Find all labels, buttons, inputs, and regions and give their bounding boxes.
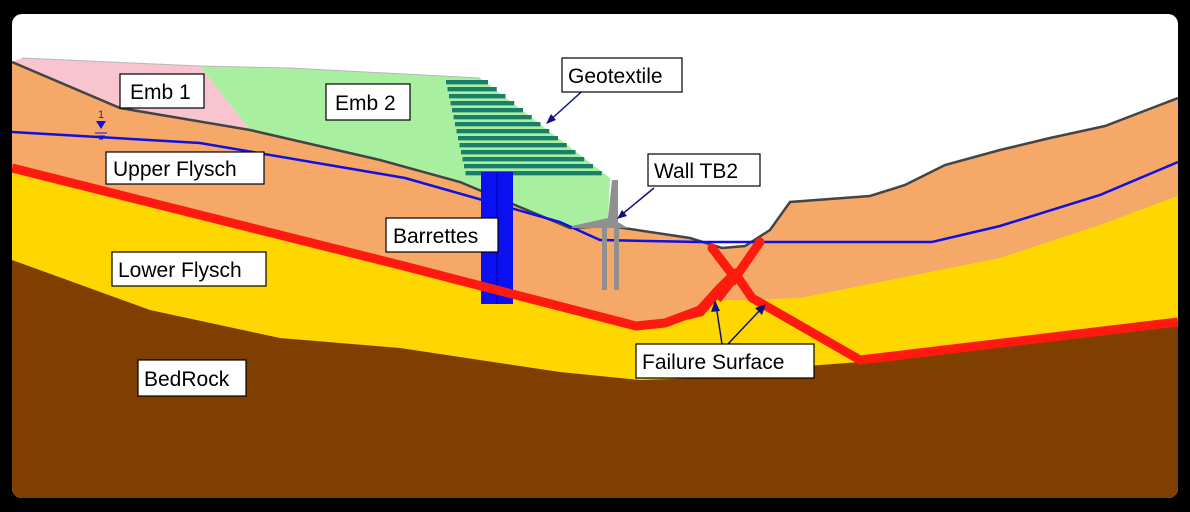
geotextile-strip bbox=[459, 143, 567, 148]
svg-text:Wall TB2: Wall TB2 bbox=[654, 160, 738, 183]
label-upper-flysch: Upper Flysch bbox=[105, 151, 265, 185]
geotextile-strip bbox=[464, 164, 593, 169]
geotextile-strip bbox=[446, 80, 488, 85]
ground-surface-line bbox=[12, 60, 1178, 250]
geotextile-layers bbox=[446, 80, 602, 176]
svg-text:Geotextile: Geotextile bbox=[568, 65, 663, 88]
geotextile-strip bbox=[455, 122, 541, 127]
geotextile-strip bbox=[462, 157, 585, 162]
bedrock-layer bbox=[12, 260, 1178, 498]
label-wall-tb2: Wall TB2 bbox=[647, 153, 761, 187]
water-table-line bbox=[12, 130, 1178, 244]
geotextile-strip bbox=[456, 129, 550, 134]
label-barrettes: Barrettes bbox=[385, 217, 499, 253]
water-table-marker: 1 bbox=[95, 109, 107, 140]
svg-text:Emb 2: Emb 2 bbox=[335, 92, 396, 115]
svg-text:BedRock: BedRock bbox=[144, 368, 230, 391]
svg-text:Upper Flysch: Upper Flysch bbox=[113, 158, 237, 181]
label-emb-2: Emb 2 bbox=[325, 83, 411, 121]
geotextile-strip bbox=[461, 150, 576, 155]
svg-text:Lower Flysch: Lower Flysch bbox=[118, 259, 242, 282]
wall-tb2-element bbox=[572, 180, 628, 290]
label-failure-surface: Failure Surface bbox=[635, 343, 815, 379]
geotextile-strip bbox=[465, 171, 602, 176]
geotextile-strip bbox=[450, 101, 515, 106]
water-table-label: 1 bbox=[98, 109, 104, 121]
geotextile-strip bbox=[447, 87, 497, 92]
geotextile-strip bbox=[458, 136, 558, 141]
label-geotextile: Geotextile bbox=[561, 57, 683, 93]
embankment-top-line bbox=[21, 57, 481, 79]
svg-text:Barrettes: Barrettes bbox=[393, 225, 478, 248]
label-lower-flysch: Lower Flysch bbox=[111, 251, 267, 287]
label-emb-1: Emb 1 bbox=[119, 73, 205, 109]
geotextile-strip bbox=[449, 94, 506, 99]
svg-text:Failure Surface: Failure Surface bbox=[642, 351, 784, 374]
failure-surface bbox=[12, 163, 1178, 365]
geotextile-strip bbox=[453, 115, 532, 120]
svg-text:Emb 1: Emb 1 bbox=[130, 81, 191, 104]
geotextile-strip bbox=[452, 108, 523, 113]
label-bedrock: BedRock bbox=[137, 359, 247, 397]
